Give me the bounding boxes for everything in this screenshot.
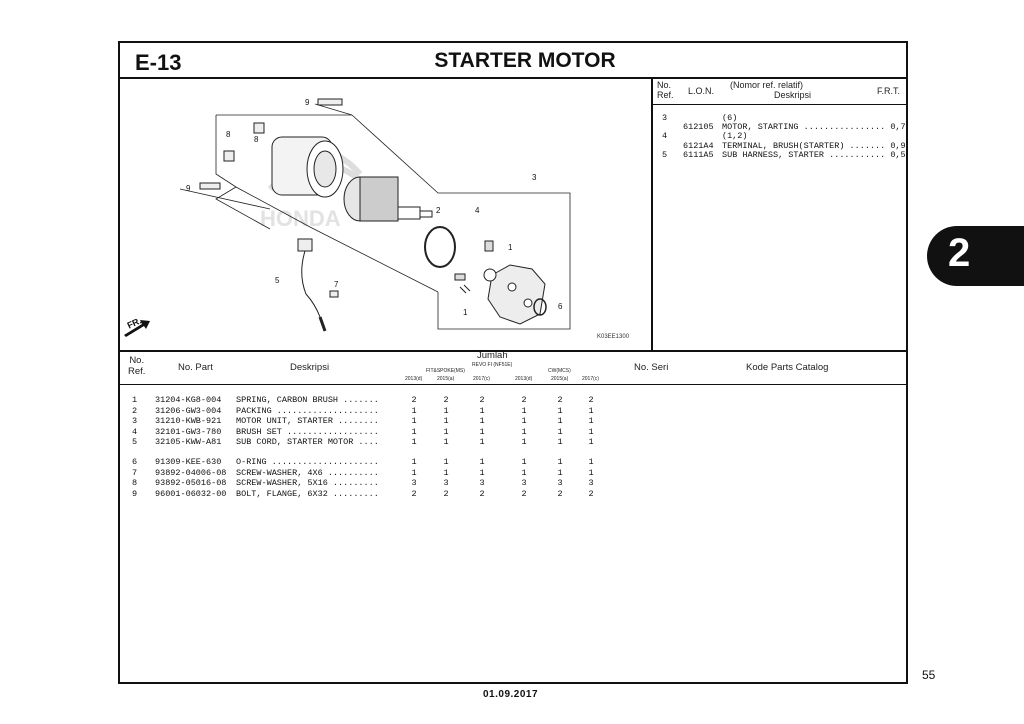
chapter-tab-number: 2: [948, 231, 971, 275]
page-number: 55: [922, 668, 936, 682]
parts-header-group2: CW(MCS): [548, 368, 571, 374]
header-divider: [118, 77, 908, 79]
parts-header-model: REVO FI (NF51E): [472, 362, 513, 368]
lon-row: (6): [722, 113, 738, 123]
page-title: STARTER MOTOR: [434, 49, 616, 72]
callout-7: 7: [334, 280, 339, 289]
callout-1-bottom: 1: [463, 308, 468, 317]
starter-motor-diagram: HONDA: [124, 98, 571, 337]
lon-header-desc-top: (Nomor ref. relatif): [730, 80, 804, 90]
callout-8-top: 8: [226, 130, 231, 139]
lon-header-no-ref: No. Ref.: [657, 80, 674, 100]
lon-header-divider: [651, 104, 908, 105]
lon-row: 6121A4: [683, 141, 714, 151]
motor-housing: [271, 136, 344, 198]
parts-header-year: 2015(a): [437, 376, 455, 382]
lon-row: MOTOR, STARTING ................ 0,7: [722, 122, 906, 132]
lon-row: 4: [662, 131, 668, 141]
brush-set: [454, 240, 494, 294]
lon-header-frt: F.R.T.: [877, 86, 901, 96]
chapter-tab: [927, 226, 1024, 286]
section-code: E-13: [135, 50, 182, 75]
front-arrow-icon: [124, 320, 150, 337]
parts-header-year: 2015(a): [551, 376, 569, 382]
lon-header-lon: L.O.N.: [688, 86, 715, 96]
callout-4: 4: [475, 206, 480, 215]
parts-header-year: 2013(d): [515, 376, 533, 382]
section-divider: [118, 350, 908, 352]
lon-row: 3: [662, 113, 668, 123]
armature: [343, 176, 433, 222]
lon-row: SUB HARNESS, STARTER ........... 0,5: [722, 150, 906, 160]
lon-header-desc: Deskripsi: [774, 90, 812, 100]
callout-2: 2: [436, 206, 441, 215]
honda-watermark-text: HONDA: [260, 206, 341, 231]
callout-8-mid: 8: [254, 135, 259, 144]
parts-header-year: 2017(c): [473, 376, 490, 382]
parts-header-year: 2017(c): [582, 376, 599, 382]
parts-header-no-part: No. Part: [178, 362, 213, 373]
parts-header-group1: FIT&SPOKE(MS): [426, 368, 465, 374]
figure-divider: [651, 77, 653, 351]
lon-row: TERMINAL, BRUSH(STARTER) ....... 0,9: [722, 141, 906, 151]
parts-header-divider: [118, 384, 908, 385]
figure-code: K03EE1300: [597, 334, 630, 340]
lon-row: 6111A5: [683, 150, 714, 160]
callout-9-top: 9: [305, 98, 310, 107]
parts-header-kode: Kode Parts Catalog: [746, 362, 829, 373]
o-ring: [533, 298, 547, 316]
lon-row: 612105: [683, 122, 714, 132]
parts-header-no-seri: No. Seri: [634, 362, 669, 373]
lon-row: 5: [662, 150, 668, 160]
print-date: 01.09.2017: [483, 689, 539, 700]
callout-1-top: 1: [508, 243, 513, 252]
callout-9-left: 9: [186, 184, 191, 193]
lon-row: (1,2): [722, 131, 748, 141]
parts-header-year: 2013(d): [405, 376, 423, 382]
parts-header-deskripsi: Deskripsi: [290, 362, 330, 373]
callout-5: 5: [275, 276, 280, 285]
parts-header-no-ref: No. Ref.: [128, 355, 146, 377]
callout-6: 6: [558, 302, 563, 311]
callout-3: 3: [532, 173, 537, 182]
bolts: [199, 98, 343, 298]
parts-header-jumlah: Jumlah: [477, 350, 508, 361]
page-frame: [118, 41, 908, 684]
packing-ring: [424, 226, 456, 268]
end-cover: [483, 264, 546, 325]
sub-cord: [297, 238, 327, 332]
